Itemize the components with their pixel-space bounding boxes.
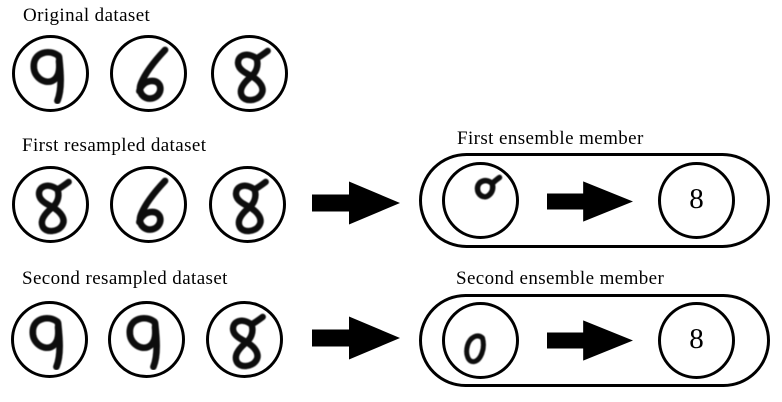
second-ensemble-input-circle: [442, 302, 519, 379]
handwritten-digit-9-icon: [117, 310, 177, 370]
partial-digit-8-top-loop-icon: [468, 174, 504, 204]
handwritten-digit-6-icon: [119, 175, 179, 235]
second-resampled-sample-2: [108, 301, 185, 378]
handwritten-digit-9-icon: [20, 310, 80, 370]
original-dataset-sample-1: [12, 35, 89, 112]
handwritten-digit-8-icon: [215, 310, 275, 370]
right-arrow-icon: [312, 314, 400, 362]
output-digit: 8: [689, 323, 704, 355]
label-first-ensemble-member: First ensemble member: [457, 128, 644, 149]
partial-digit-8-bottom-loop-icon: [459, 332, 493, 368]
label-first-resampled-dataset: First resampled dataset: [22, 135, 207, 156]
second-resampled-sample-1: [11, 301, 88, 378]
right-arrow-icon: [547, 179, 633, 224]
second-resampled-sample-3: [206, 301, 283, 378]
handwritten-digit-8-icon: [220, 44, 280, 104]
first-resampled-sample-1: [12, 166, 89, 243]
handwritten-digit-6-icon: [119, 44, 179, 104]
label-second-resampled-dataset: Second resampled dataset: [22, 268, 228, 289]
handwritten-digit-8-icon: [218, 175, 278, 235]
first-resampled-sample-2: [110, 166, 187, 243]
original-dataset-sample-2: [110, 35, 187, 112]
label-second-ensemble-member: Second ensemble member: [456, 268, 665, 289]
original-dataset-sample-3: [211, 35, 288, 112]
right-arrow-icon: [547, 318, 633, 363]
first-ensemble-input-circle: [442, 162, 519, 239]
output-digit: 8: [689, 183, 704, 215]
right-arrow-icon: [312, 179, 400, 227]
first-ensemble-output-circle: 8: [658, 162, 735, 239]
handwritten-digit-9-icon: [21, 44, 81, 104]
handwritten-digit-8-icon: [21, 175, 81, 235]
label-original-dataset: Original dataset: [23, 5, 151, 26]
first-resampled-sample-3: [209, 166, 286, 243]
second-ensemble-output-circle: 8: [658, 302, 735, 379]
